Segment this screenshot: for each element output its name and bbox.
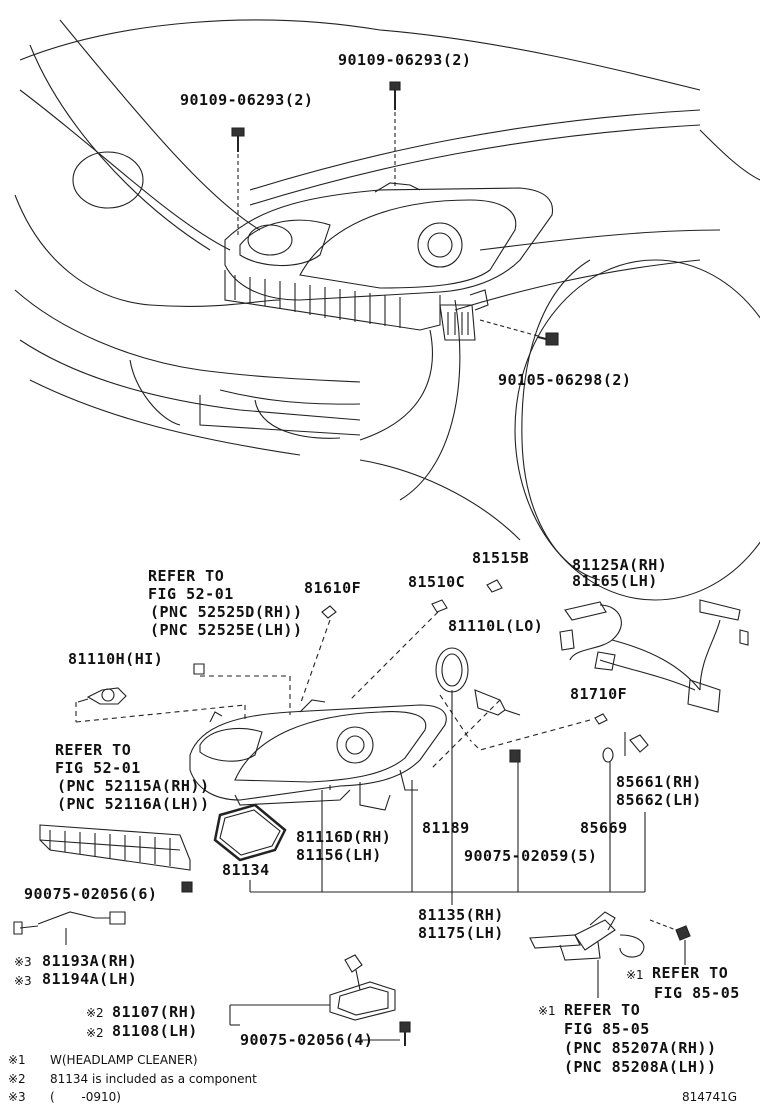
label-81165: 81165(LH) [572, 572, 658, 590]
refer-right-line1: REFER TO [652, 964, 729, 982]
bulb-hi [77, 687, 127, 705]
bolt-lower [479, 319, 559, 346]
label-81110l: 81110L(LO) [448, 617, 544, 635]
bolt-upper-left [231, 127, 245, 235]
label-bolt-upper-left: 90109-06293(2) [180, 91, 314, 109]
label-90075-02059: 90075-02059(5) [464, 847, 598, 865]
refer-bottom-line2: FIG 85-05 [564, 1020, 650, 1038]
mark-3b: ※3 [14, 974, 32, 988]
refer-top-line2: FIG 52-01 [148, 585, 234, 603]
screws [181, 881, 411, 1046]
label-85662: 85662(LH) [616, 791, 702, 809]
footnote-3-text: ( -0910) [50, 1090, 121, 1104]
label-81116d: 81116D(RH) [296, 828, 392, 846]
label-90075-02056-4: 90075-02056(4) [240, 1031, 374, 1049]
footnote-2-text: 81134 is included as a component [50, 1072, 257, 1086]
mark-3a: ※3 [14, 955, 32, 969]
refer-mid-line4: (PNC 52116A(LH)) [57, 795, 210, 813]
label-81710f: 81710F [570, 685, 628, 703]
mark-2b: ※2 [86, 1026, 104, 1040]
label-81156: 81156(LH) [296, 846, 382, 864]
mark-2a: ※2 [86, 1006, 104, 1020]
label-bolt-upper-right: 90109-06293(2) [338, 51, 472, 69]
ballast [329, 954, 396, 1021]
label-85669: 85669 [580, 819, 628, 837]
gasket [213, 803, 287, 862]
headlamp-cleaner [529, 911, 691, 961]
label-81107: 81107(RH) [112, 1003, 198, 1021]
label-81110h: 81110H(HI) [68, 650, 164, 668]
headlamp-installed [224, 182, 554, 341]
label-81134: 81134 [222, 861, 270, 879]
mark-1b: ※1 [538, 1004, 556, 1018]
refer-mid-line2: FIG 52-01 [55, 759, 141, 777]
refer-mid-line3: (PNC 52115A(RH)) [57, 777, 210, 795]
refer-top-line3: (PNC 52525D(RH)) [150, 603, 303, 621]
footnote-1-text: W(HEADLAMP CLEANER) [50, 1053, 198, 1067]
refer-mid-line1: REFER TO [55, 741, 132, 759]
label-81135: 81135(RH) [418, 906, 504, 924]
figure-id: 814741G [682, 1090, 738, 1104]
retainer-bracket [39, 824, 191, 871]
label-81189: 81189 [422, 819, 470, 837]
refer-bottom-line4: (PNC 85208A(LH)) [564, 1058, 717, 1076]
refer-top-line4: (PNC 52525E(LH)) [150, 621, 303, 639]
footnote-3-mark: ※3 [8, 1090, 26, 1104]
footnote-2-mark: ※2 [8, 1072, 26, 1086]
footnote-1-mark: ※1 [8, 1053, 26, 1067]
label-81194a: 81194A(LH) [42, 970, 138, 988]
label-81108: 81108(LH) [112, 1022, 198, 1040]
dashed-leaders [75, 611, 591, 771]
refer-top-line1: REFER TO [148, 567, 225, 585]
label-bolt-lower: 90105-06298(2) [498, 371, 632, 389]
label-81175: 81175(LH) [418, 924, 504, 942]
label-81510c: 81510C [408, 573, 466, 591]
leader-lines [65, 690, 686, 1041]
wire-81193a [13, 911, 126, 935]
refer-right-line2: FIG 85-05 [654, 984, 740, 1002]
label-90075-02056-6: 90075-02056(6) [24, 885, 158, 903]
label-81515b: 81515B [472, 549, 530, 567]
refer-bottom-line1: REFER TO [564, 1001, 641, 1019]
small-bulbs [193, 579, 649, 763]
label-81610f: 81610F [304, 579, 362, 597]
label-81193a: 81193A(RH) [42, 952, 138, 970]
headlamp-assembly [189, 699, 447, 811]
bolt-upper-right [389, 81, 401, 190]
label-81125a: 81125A(RH) [572, 556, 668, 574]
bulb-lo [435, 647, 521, 716]
wire-harness [559, 599, 749, 713]
car-body-outline [14, 19, 760, 601]
mark-1-refer: ※1 [626, 968, 644, 982]
refer-bottom-line3: (PNC 85207A(RH)) [564, 1039, 717, 1057]
label-85661: 85661(RH) [616, 773, 702, 791]
